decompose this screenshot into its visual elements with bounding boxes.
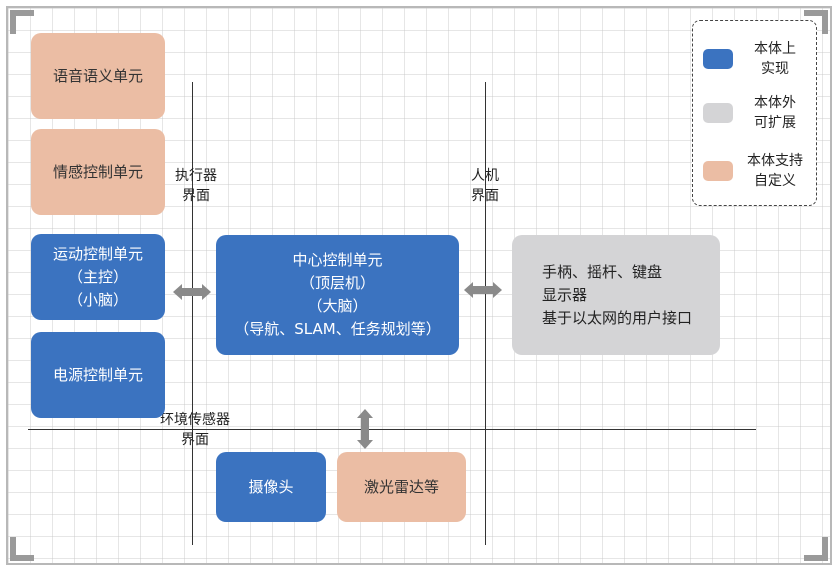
legend-line: 本体支持: [747, 153, 803, 169]
legend-swatch: [703, 49, 733, 69]
double-arrow-icon: [173, 284, 211, 300]
label-line: 界面: [181, 432, 209, 448]
sensor-interface-label: 环境传感器 界面: [150, 410, 240, 450]
double-arrow-icon: [464, 282, 502, 298]
unit-label: 摄像头: [248, 477, 294, 496]
label-line: 界面: [182, 188, 210, 204]
sensor-interface-line: [28, 429, 756, 430]
user-io-devices: 手柄、摇杆、键盘 显示器 基于以太网的用户接口: [512, 235, 720, 355]
camera-unit: 摄像头: [216, 452, 326, 522]
legend: 本体上 实现 本体外 可扩展 本体支持 自定义: [692, 20, 817, 206]
legend-line: 本体外: [754, 95, 796, 111]
legend-label: 本体支持 自定义: [745, 151, 805, 191]
legend-item-customizable: 本体支持 自定义: [703, 151, 805, 191]
legend-label: 本体上 实现: [745, 39, 805, 79]
frame-corner: [804, 537, 828, 561]
unit-label: （小脑）: [67, 290, 128, 309]
legend-swatch: [703, 161, 733, 181]
legend-line: 实现: [761, 61, 789, 77]
unit-label: （主控）: [67, 267, 128, 286]
unit-label: （大脑）: [307, 297, 368, 315]
unit-label: （导航、SLAM、任务规划等）: [234, 320, 441, 338]
label-line: 人机: [471, 168, 499, 184]
actuator-interface-line: [192, 82, 193, 545]
frame-corner: [804, 10, 828, 34]
motion-control-unit: 运动控制单元 （主控） （小脑）: [31, 234, 165, 320]
legend-line: 可扩展: [754, 115, 796, 131]
unit-label: 激光雷达等: [363, 477, 439, 496]
unit-label: 情感控制单元: [52, 162, 143, 181]
vertical-double-arrow-icon: [357, 409, 373, 449]
unit-label: 语音语义单元: [52, 66, 143, 85]
label-line: 界面: [471, 188, 499, 204]
unit-label: 显示器: [542, 285, 588, 304]
unit-label: 手柄、摇杆、键盘: [542, 262, 663, 281]
power-control-unit: 电源控制单元: [31, 332, 165, 418]
speech-semantic-unit: 语音语义单元: [31, 33, 165, 119]
emotion-control-unit: 情感控制单元: [31, 129, 165, 215]
unit-label: （顶层机）: [299, 274, 375, 292]
legend-line: 自定义: [754, 173, 796, 189]
actuator-interface-label: 执行器 界面: [166, 166, 226, 206]
legend-item-extensible: 本体外 可扩展: [703, 93, 805, 133]
unit-label: 电源控制单元: [52, 365, 143, 384]
central-control-unit: 中心控制单元 （顶层机） （大脑） （导航、SLAM、任务规划等）: [216, 235, 459, 355]
frame-corner: [10, 537, 34, 561]
unit-label: 基于以太网的用户接口: [542, 308, 693, 327]
hmi-interface-label: 人机 界面: [462, 166, 508, 206]
hmi-interface-line: [485, 82, 486, 545]
legend-line: 本体上: [754, 41, 796, 57]
frame-corner: [10, 10, 34, 34]
legend-swatch: [703, 103, 733, 123]
legend-label: 本体外 可扩展: [745, 93, 805, 133]
label-line: 环境传感器: [160, 412, 230, 428]
unit-label: 中心控制单元: [292, 251, 383, 269]
unit-label: 运动控制单元: [52, 244, 143, 263]
lidar-unit: 激光雷达等: [337, 452, 466, 522]
label-line: 执行器: [175, 168, 217, 184]
legend-item-builtin: 本体上 实现: [703, 39, 805, 79]
